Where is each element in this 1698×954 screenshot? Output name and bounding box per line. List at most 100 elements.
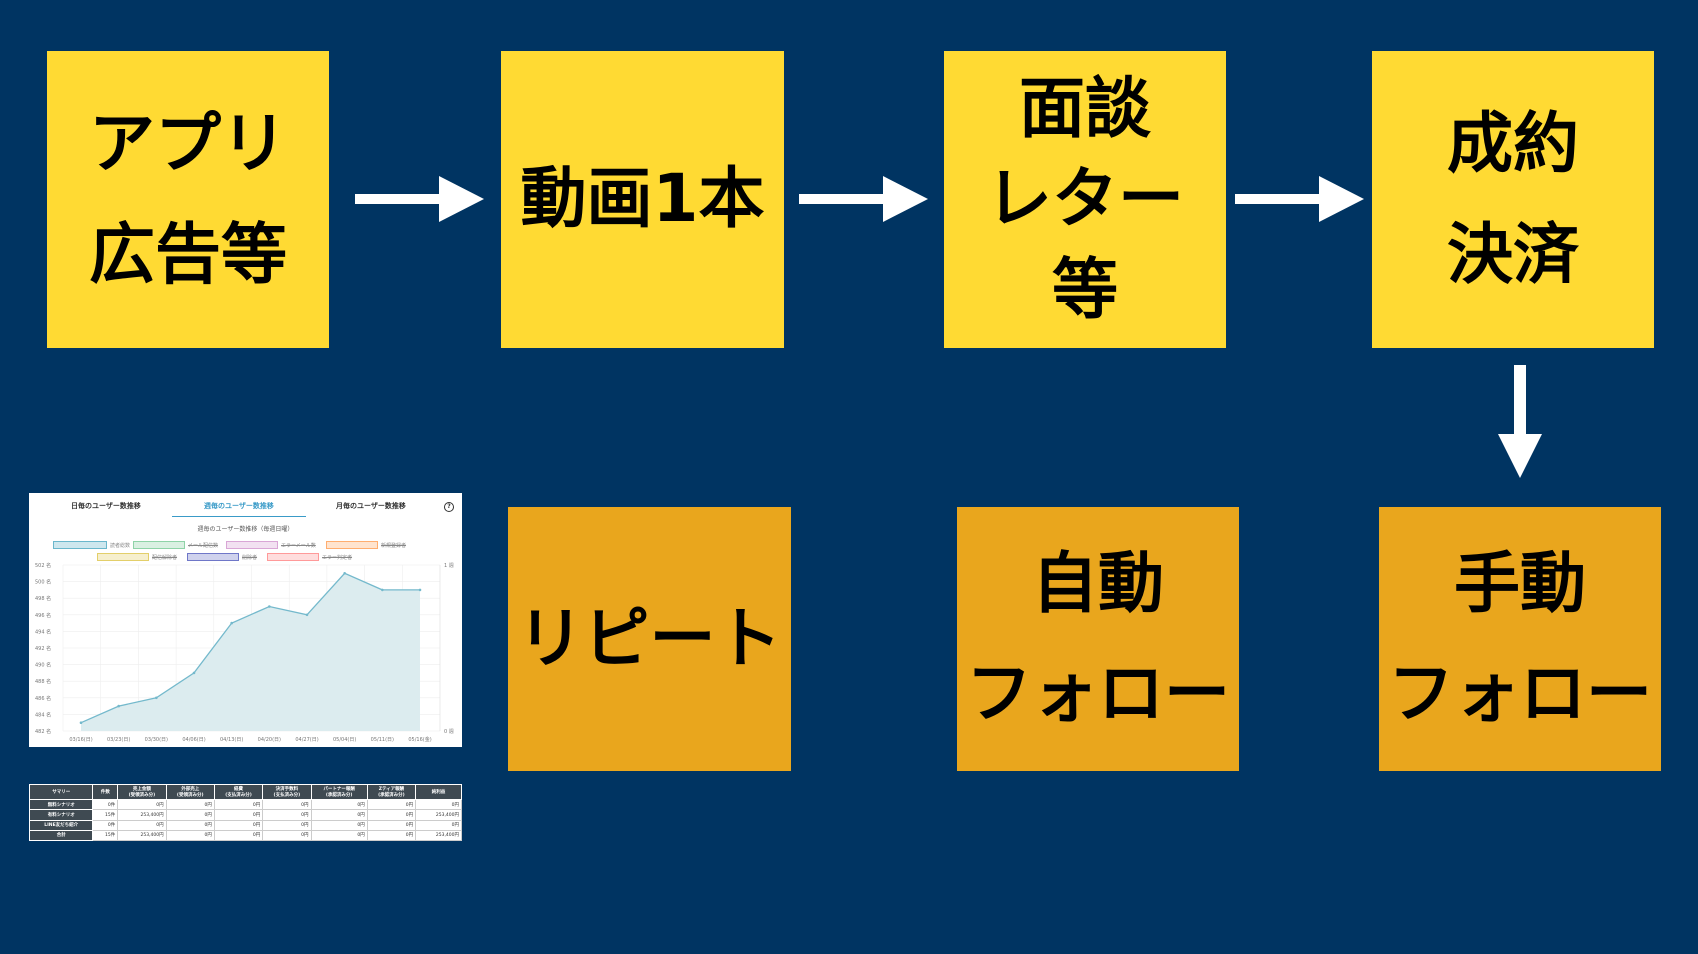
table-cell: 15件	[92, 809, 119, 821]
column-header: サマリー	[28, 784, 94, 800]
step-label: 広告等	[89, 215, 287, 293]
tab-weekly[interactable]: 週毎のユーザー数推移	[172, 501, 306, 517]
data-point	[79, 721, 83, 724]
table-cell: 0円	[213, 798, 264, 811]
column-header: 経費 (支払済み分)	[213, 784, 264, 800]
table-cell: 0件	[92, 819, 119, 831]
step-label: フォロー	[1388, 655, 1652, 732]
table-cell: 0円	[310, 829, 368, 842]
tab-monthly[interactable]: 月毎のユーザー数推移	[336, 502, 406, 510]
table-cell: 0円	[366, 819, 417, 831]
table-cell: 0円	[165, 829, 215, 842]
step-label: 等	[1052, 250, 1118, 328]
table-cell: 0円	[213, 829, 264, 842]
column-header: 件数	[92, 784, 119, 800]
column-header: パートナー報酬 (承認済み分)	[310, 784, 368, 800]
table-cell: 0円	[310, 809, 368, 821]
legend-swatch	[133, 541, 185, 549]
tab-daily[interactable]: 日毎のユーザー数推移	[71, 502, 141, 510]
row-header: 合計	[28, 829, 94, 842]
table-cell: 0件	[92, 798, 119, 811]
y-tick-label: 494 名	[35, 628, 51, 635]
column-header: Zティア報酬 (承認済み分)	[366, 784, 417, 800]
chart-title: 週毎のユーザー数推移（毎週日曜）	[197, 526, 294, 533]
table-cell: 0円	[165, 798, 215, 811]
data-point	[192, 671, 196, 675]
user-trend-chart-panel: 日毎のユーザー数推移 週毎のユーザー数推移 月毎のユーザー数推移 ? 週毎のユー…	[29, 493, 462, 747]
table-cell: 0円	[213, 809, 264, 821]
row-header: 有料シナリオ	[28, 809, 94, 821]
x-tick-label: 03/30(日)	[145, 737, 168, 743]
auto-follow-box: 自動 フォロー	[957, 507, 1239, 771]
legend-item[interactable]: 読者総数	[53, 541, 130, 549]
table-cell: 0円	[366, 809, 417, 821]
x-tick-label: 05/04(日)	[333, 737, 356, 743]
step-label: 動画1本	[520, 160, 765, 238]
column-header: 決済手数料 (支払済み分)	[262, 784, 312, 800]
data-point	[230, 621, 233, 625]
table-cell: 253,400円	[415, 809, 462, 821]
repeat-box: リピート	[508, 507, 791, 771]
legend-swatch	[267, 553, 319, 561]
column-header: 売上金額 (受領済み分)	[117, 784, 167, 800]
data-point	[155, 696, 158, 700]
x-tick-label: 04/06(日)	[182, 737, 205, 743]
y-tick-label: 492 名	[35, 645, 51, 652]
x-tick-label: 03/16(日)	[69, 737, 92, 743]
table-cell: 0円	[262, 819, 312, 831]
table-cell: 0円	[165, 819, 215, 831]
table-cell: 0円	[262, 829, 312, 842]
arrow-right-icon	[355, 176, 484, 222]
y-tick-label: 496 名	[35, 612, 51, 619]
help-icon[interactable]: ?	[444, 502, 454, 512]
arrow-right-icon	[799, 176, 928, 222]
legend-label: 配信解除者	[152, 554, 178, 561]
step-label: フォロー	[966, 655, 1230, 732]
step-label: 手動	[1454, 544, 1586, 622]
table-cell: 0円	[213, 819, 264, 831]
table-cell: 0円	[366, 829, 417, 842]
table-cell: 253,400円	[415, 829, 462, 842]
legend-item[interactable]: 新規登録者	[326, 541, 406, 549]
legend-label: エラー判定者	[322, 554, 353, 561]
step-label: リピート	[517, 599, 782, 677]
step-label: 自動	[1032, 544, 1164, 622]
table-cell: 0円	[310, 819, 368, 831]
legend-swatch	[326, 541, 378, 549]
data-point	[268, 605, 271, 608]
step-label: レター	[986, 160, 1184, 238]
legend-label: 読者総数	[110, 542, 131, 549]
legend-item[interactable]: エラーメール数	[226, 541, 316, 549]
table-cell: 0円	[117, 819, 167, 831]
step-app-ads: アプリ 広告等	[47, 51, 329, 348]
step-label: 決済	[1447, 215, 1579, 293]
x-tick-label: 04/27(日)	[295, 737, 318, 743]
step-video: 動画1本	[501, 51, 784, 348]
data-point	[305, 613, 309, 617]
table-cell: 0円	[117, 798, 167, 811]
arrow-down-icon	[1498, 365, 1542, 478]
step-label: 面談	[1019, 69, 1151, 147]
column-header: 純利益	[415, 784, 462, 800]
table-cell: 0円	[262, 809, 312, 821]
table-cell: 0円	[165, 809, 215, 821]
table-cell: 253,400円	[117, 809, 167, 821]
legend-label: エラーメール数	[281, 542, 316, 549]
row-header: 無料シナリオ	[28, 798, 94, 811]
legend-item[interactable]: エラー判定者	[267, 553, 352, 561]
x-tick-label: 04/20(日)	[258, 737, 281, 743]
legend-item[interactable]: メール配信数	[133, 541, 218, 549]
data-point	[418, 588, 422, 592]
right-tick-label: 0 週	[444, 728, 454, 735]
chart-tabs: 日毎のユーザー数推移 週毎のユーザー数推移 月毎のユーザー数推移 ?	[29, 497, 462, 519]
legend-swatch	[97, 553, 149, 561]
x-tick-label: 04/13(日)	[220, 737, 243, 743]
x-tick-label: 05/11(日)	[371, 737, 394, 743]
legend-item[interactable]: 削除者	[187, 553, 257, 561]
legend-item[interactable]: 配信解除者	[97, 553, 177, 561]
series-line	[80, 572, 420, 724]
